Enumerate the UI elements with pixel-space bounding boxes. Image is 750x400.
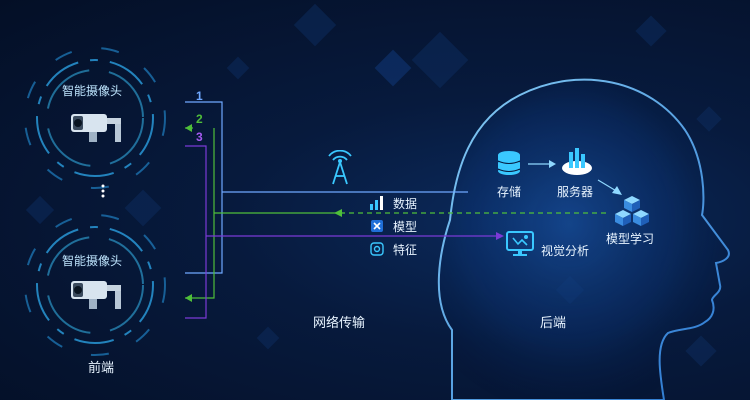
camera-rings: [24, 47, 166, 356]
backend-storage-label: 存储: [497, 185, 522, 199]
channel-3-label: 3: [196, 130, 203, 144]
model-cube-icon: [371, 220, 383, 232]
network-item-data: 数据: [393, 197, 418, 211]
network-item-model: 模型: [393, 220, 418, 234]
network-item-feature: 特征: [393, 243, 418, 257]
database-icon: [497, 151, 521, 175]
channel-2-label: 2: [196, 112, 203, 126]
bar-chart-icon: [370, 196, 383, 210]
camera-icon: [71, 281, 121, 309]
feature-icon: [370, 242, 384, 256]
backend-model-learning-label: 模型学习: [606, 232, 655, 246]
backend-server-label: 服务器: [557, 185, 594, 199]
monitor-icon: [506, 231, 534, 256]
backend-section-label: 后端: [540, 315, 567, 330]
channel-1-label: 1: [196, 89, 203, 103]
antenna-icon: [328, 150, 352, 185]
front-section-label: 前端: [88, 360, 115, 375]
network-section-label: 网络传输: [313, 315, 366, 330]
camera-icon: [71, 114, 121, 142]
camera-label-bottom: 智能摄像头: [62, 254, 123, 268]
backend-visual-analysis-label: 视觉分析: [541, 244, 590, 258]
camera-label-top: 智能摄像头: [62, 84, 123, 98]
model-cubes-icon: [615, 196, 649, 226]
server-cloud-icon: [562, 148, 592, 175]
